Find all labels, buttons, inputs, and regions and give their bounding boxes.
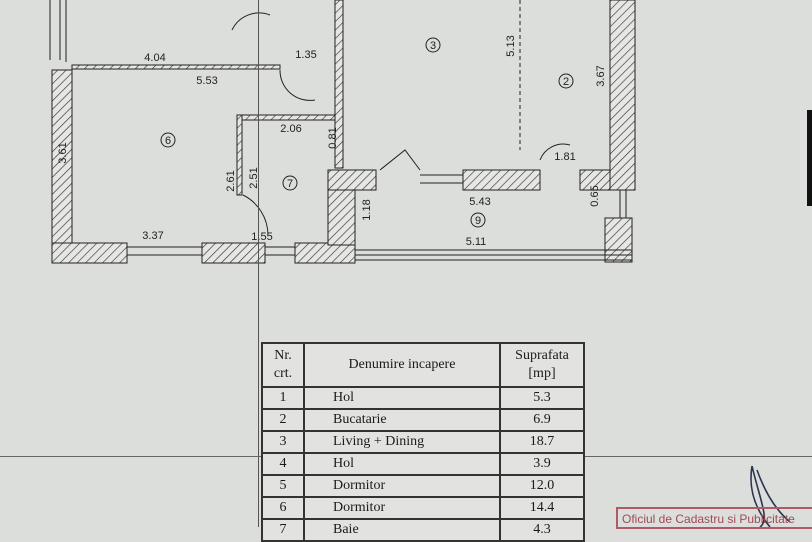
cell-area: 14.4 (499, 496, 585, 520)
cell-name: Baie (303, 518, 501, 542)
plan-line (539, 143, 571, 161)
plan-line (619, 190, 627, 218)
dimension-label: 4.04 (144, 52, 165, 64)
dimension-label: 2.06 (280, 123, 301, 135)
dimension-label: 1.81 (554, 151, 575, 163)
header-name: Denumire incapere (303, 342, 501, 388)
dimension-label: 3.67 (595, 65, 607, 86)
room-number: 2 (563, 76, 569, 88)
room-number-circle (470, 212, 486, 228)
plan-line (420, 174, 463, 184)
room-numbers: 6 7 3 2 9 (160, 37, 574, 228)
dimension-label: 3.37 (142, 230, 163, 242)
cell-nr: 3 (261, 430, 305, 454)
wall-segment (51, 69, 73, 264)
wall-segment (609, 0, 636, 191)
room-area-table: Nr. crt. Denumire incapere Suprafata [mp… (261, 342, 585, 542)
plan-line (231, 12, 271, 31)
room-number: 3 (430, 40, 436, 52)
wall-segment (334, 0, 344, 169)
wall-segment (294, 242, 356, 264)
cell-area: 3.9 (499, 452, 585, 476)
plan-line (127, 246, 202, 256)
cell-nr: 4 (261, 452, 305, 476)
room-number: 9 (475, 215, 481, 227)
cell-nr: 5 (261, 474, 305, 498)
scan-edge (807, 110, 812, 206)
dimension-label: 2.51 (248, 167, 260, 188)
wall-segment (462, 169, 541, 191)
dimension-label: 0.81 (327, 127, 339, 148)
plan-line (242, 194, 269, 236)
plan-line (355, 249, 632, 261)
cell-name: Living + Dining (303, 430, 501, 454)
cell-name: Hol (303, 386, 501, 410)
dimension-label: 5.13 (505, 35, 517, 56)
room-number-circle (282, 175, 298, 191)
room-number: 7 (287, 178, 293, 190)
cell-area: 18.7 (499, 430, 585, 454)
wall-segment (236, 114, 243, 196)
cell-name: Dormitor (303, 496, 501, 520)
plan-line (49, 0, 67, 62)
cell-area: 4.3 (499, 518, 585, 542)
cell-name: Dormitor (303, 474, 501, 498)
cell-area: 12.0 (499, 474, 585, 498)
dimension-label: 5.11 (466, 236, 487, 248)
dimension-label: 5.43 (469, 196, 490, 208)
dimension-label: 1.35 (295, 49, 316, 61)
wall-segment (201, 242, 266, 264)
walls (51, 0, 636, 264)
plan-line (379, 149, 421, 171)
wall-segment (236, 114, 336, 121)
cell-name: Bucatarie (303, 408, 501, 432)
scan-fold-line-vertical (258, 0, 259, 527)
signature (750, 465, 791, 527)
header-nr: Nr. crt. (261, 342, 305, 388)
cell-nr: 2 (261, 408, 305, 432)
cell-area: 5.3 (499, 386, 585, 410)
wall-segment (51, 242, 128, 264)
cell-nr: 7 (261, 518, 305, 542)
thin-lines (49, 0, 632, 261)
cell-name: Hol (303, 452, 501, 476)
dimension-label: 1.55 (251, 231, 272, 243)
cell-nr: 6 (261, 496, 305, 520)
floor-plan: 4.04 1.35 5.53 3.61 2.06 0.81 2.61 2.51 3.37 1.55… (49, 0, 791, 527)
wall-segment (327, 169, 377, 191)
cadastre-stamp: Oficiul de Cadastru si Publicitate (616, 507, 812, 529)
plan-line (279, 69, 316, 101)
room-number-circle (425, 37, 441, 53)
cell-area: 6.9 (499, 408, 585, 432)
header-area: Suprafata [mp] (499, 342, 585, 388)
room-number-circle (558, 73, 574, 89)
cell-nr: 1 (261, 386, 305, 410)
dimension-label: 0.65 (589, 185, 601, 206)
dimension-labels: 4.04 1.35 5.53 3.61 2.06 0.81 2.61 2.51 3.37 1.55… (57, 35, 607, 248)
dimension-label: 2.61 (225, 170, 237, 191)
room-number-circle (160, 132, 176, 148)
room-number: 6 (165, 135, 171, 147)
plan-line (265, 246, 295, 256)
table-header-row: Nr. crt. Denumire incapere Suprafata [mp… (261, 342, 585, 388)
dimension-label: 1.18 (361, 199, 373, 220)
dimension-label: 3.61 (57, 142, 69, 163)
dimension-label: 5.53 (196, 75, 217, 87)
wall-segment (71, 64, 281, 70)
